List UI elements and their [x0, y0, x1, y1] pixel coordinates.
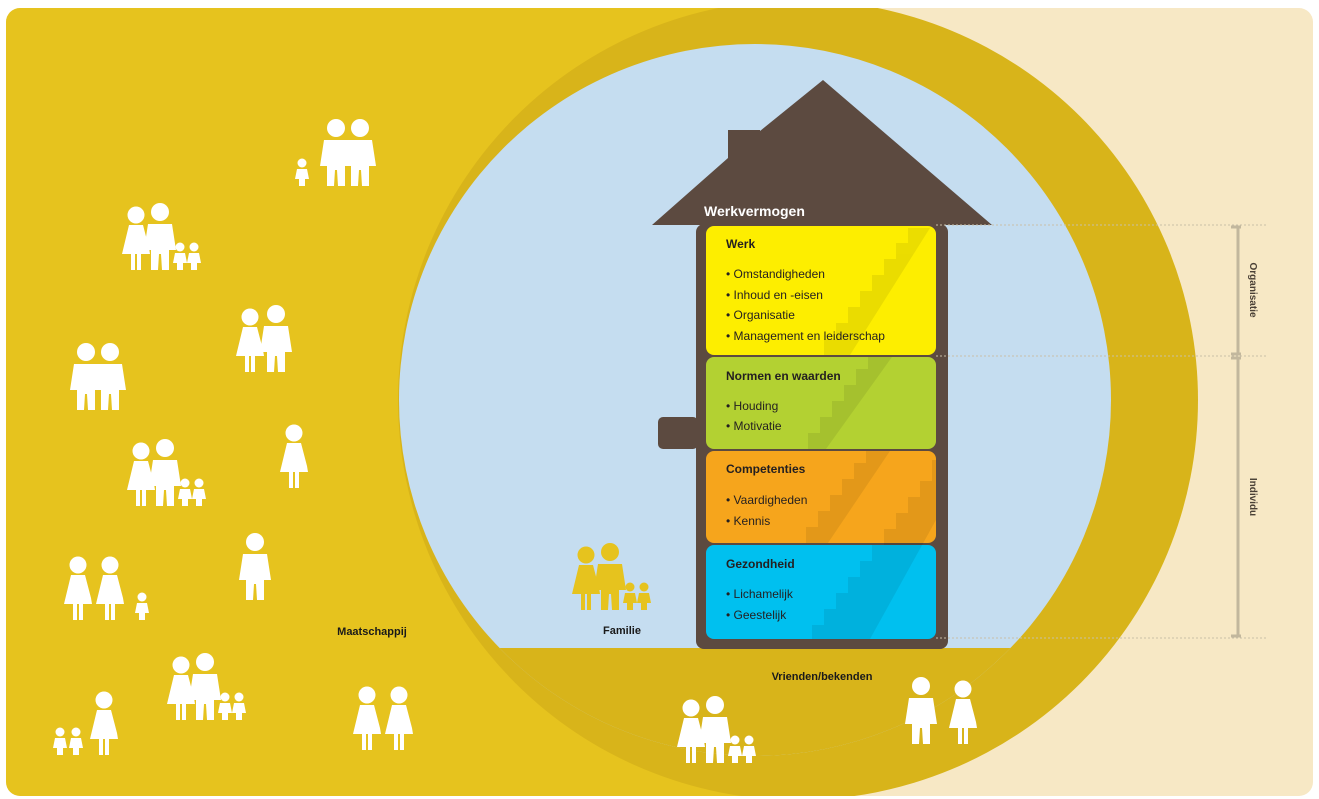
- floor-competenties: [706, 451, 936, 543]
- floor-normen-item: • Motivatie: [726, 419, 782, 433]
- floor-normen: [706, 357, 936, 449]
- family-icon: [53, 691, 118, 755]
- floor-competenties-item: • Vaardigheden: [726, 493, 807, 507]
- family-icon: [122, 203, 201, 270]
- couple-icon: [70, 343, 126, 410]
- side-label-individual: Individu: [1247, 478, 1258, 516]
- family-icon: [167, 653, 246, 720]
- scale-bracket: [1231, 225, 1241, 638]
- floor-gezondheid: [706, 545, 936, 639]
- floor-werk-title: Werk: [726, 237, 755, 251]
- floor-normen-title: Normen en waarden: [726, 369, 841, 383]
- floor-werk: [706, 226, 936, 355]
- floor-werk-item: • Management en leiderschap: [726, 329, 885, 343]
- floor-normen-item: • Houding: [726, 399, 778, 413]
- scale-guides: [936, 224, 1268, 639]
- couple-icon: [295, 119, 376, 186]
- floor-gezondheid-item: • Lichamelijk: [726, 587, 794, 601]
- house-title: Werkvermogen: [704, 203, 805, 219]
- family-icon: [64, 556, 149, 620]
- floor-competenties-title: Competenties: [726, 462, 806, 476]
- couple-icon: [353, 686, 413, 750]
- family-label: Familie: [603, 625, 641, 637]
- friends-label: Vrienden/bekenden: [772, 671, 873, 683]
- floor-werk-item: • Omstandigheden: [726, 267, 825, 281]
- floor-werk-item: • Inhoud en -eisen: [726, 288, 823, 302]
- side-label-organisation: Organisatie: [1247, 262, 1258, 317]
- floor-gezondheid-item: • Geestelijk: [726, 608, 787, 622]
- house-window-ledge: [658, 417, 698, 449]
- family-icon: [677, 696, 756, 763]
- couple-icon: [236, 305, 292, 372]
- floor-werk-item: • Organisatie: [726, 308, 795, 322]
- person-icon: [280, 424, 308, 488]
- floor-gezondheid-title: Gezondheid: [726, 557, 795, 571]
- floor-competenties-item: • Kennis: [726, 514, 770, 528]
- couple-icon: [905, 677, 977, 744]
- person-icon: [239, 533, 271, 600]
- family-icon: [572, 543, 651, 610]
- family-icon: [127, 439, 206, 506]
- society-label: Maatschappij: [337, 626, 407, 638]
- staircase-icon: [806, 228, 936, 639]
